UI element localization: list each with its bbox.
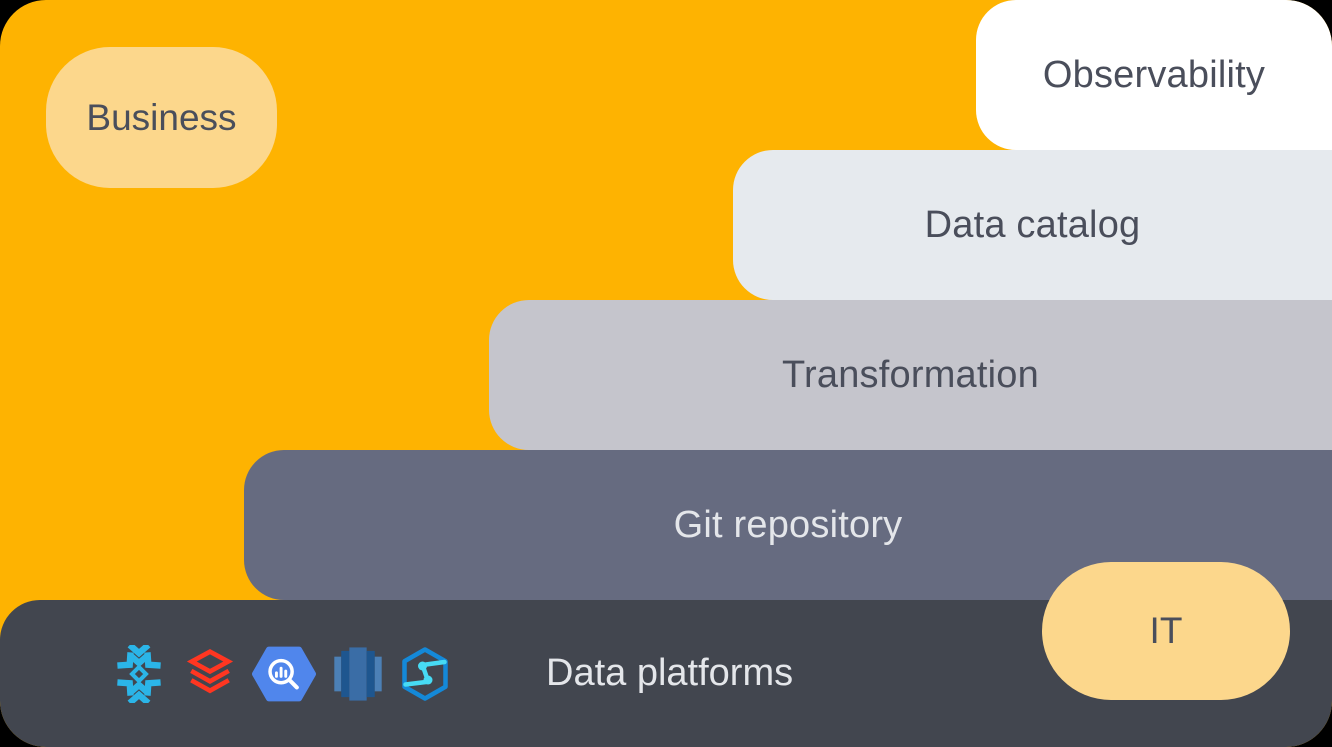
it-badge: IT	[1042, 562, 1290, 700]
git-repository-label: Git repository	[673, 503, 903, 546]
layer-observability: Observability	[976, 0, 1332, 150]
databricks-icon	[186, 648, 234, 693]
business-badge-label: Business	[86, 96, 237, 138]
layer-data-catalog: Data catalog	[733, 150, 1332, 300]
observability-label: Observability	[1042, 53, 1266, 96]
bigquery-icon	[252, 646, 316, 701]
platform-bar-label: Data platforms	[546, 652, 794, 694]
layer-transformation: Transformation	[489, 300, 1332, 450]
business-badge: Business	[46, 47, 277, 188]
layer-git-repository: Git repository	[244, 450, 1332, 600]
data-catalog-label: Data catalog	[924, 203, 1141, 246]
synapse-icon	[402, 646, 448, 701]
redshift-icon	[334, 646, 382, 701]
it-badge-label: IT	[1149, 610, 1183, 651]
snowflake-icon	[117, 644, 161, 703]
transformation-label: Transformation	[782, 353, 1039, 396]
platform-icons	[110, 600, 450, 747]
